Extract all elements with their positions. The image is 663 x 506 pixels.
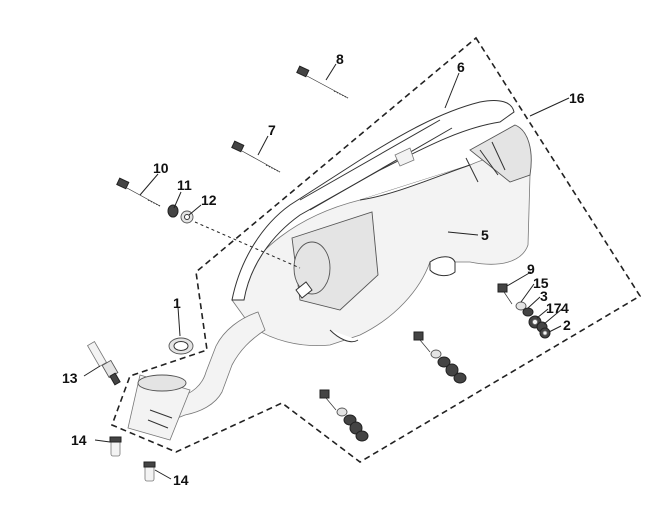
callout-16: 16 [569,90,585,106]
callout-14-upper: 14 [71,432,87,448]
callout-14-lower: 14 [173,472,189,488]
callout-1: 1 [173,295,181,311]
assembly-boundary-16 [110,36,642,463]
leader-14a [94,439,111,443]
leader-9 [506,271,532,287]
leader-12 [188,204,202,216]
callout-3: 3 [540,288,548,304]
callout-5: 5 [481,227,489,243]
leader-14b [154,469,172,480]
callout-8: 8 [336,51,344,67]
mounting-hardware-lower [319,389,369,442]
leader-4 [543,308,563,325]
leader-17 [536,308,549,319]
leader-6 [444,72,460,109]
exhaust-head-pipe [127,311,266,441]
bolt-part-7 [231,140,281,173]
gasket-part-1 [168,337,194,355]
callout-7: 7 [268,122,276,138]
washer-part-11 [167,204,179,218]
leader-13 [83,365,101,377]
mounting-hardware-middle [413,331,467,384]
callout-12: 12 [201,192,217,208]
stud-bolt-part-14-lower [143,461,156,482]
collar-part-3 [522,307,534,317]
axis-line-bolt-10 [194,221,301,269]
leader-7 [257,135,269,156]
callout-9: 9 [527,261,535,277]
callout-2: 2 [563,317,571,333]
muffler-body [231,124,532,346]
stud-bolt-part-14-upper [109,436,122,457]
leader-11 [173,191,182,209]
leader-15 [520,283,535,303]
leader-2 [548,325,562,333]
callout-13: 13 [62,370,78,386]
callout-17: 17 [546,300,562,316]
bolt-part-10 [116,177,161,207]
callout-11: 11 [177,177,192,193]
callout-10: 10 [153,160,169,176]
bolt-part-8 [296,65,349,99]
bolt-part-9 [497,283,513,305]
leader-3 [527,296,541,309]
o2-sensor-part-13 [86,341,121,386]
heat-shield [231,99,515,301]
leader-16 [529,97,570,117]
callout-6: 6 [457,59,465,75]
nut-part-2 [539,327,551,339]
leader-8 [325,63,337,81]
callout-4: 4 [561,300,569,316]
leader-10 [139,173,159,196]
leader-5 [447,231,479,236]
callout-15: 15 [533,275,549,291]
leader-1 [177,306,181,337]
